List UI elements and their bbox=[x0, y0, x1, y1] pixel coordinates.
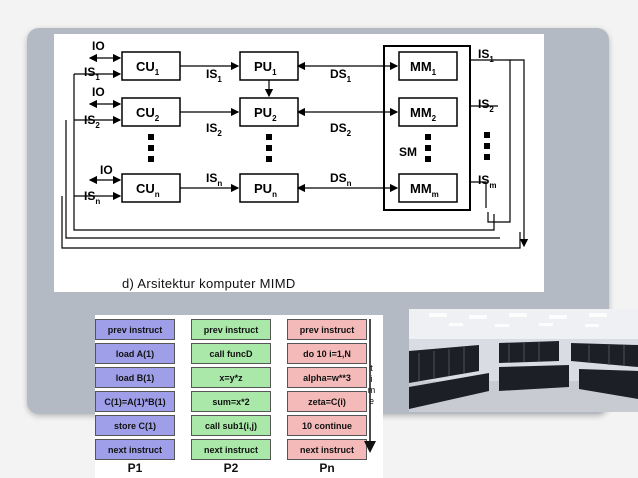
pn-cell: alpha=w**3 bbox=[287, 367, 367, 388]
column-label-p2: P2 bbox=[223, 461, 239, 475]
cu-label-1: CU1 bbox=[136, 59, 160, 77]
pn-cell: do 10 i=1,N bbox=[287, 343, 367, 364]
p2-cell: call funcD bbox=[191, 343, 271, 364]
cu-label-2: CU2 bbox=[136, 105, 160, 123]
pu-label-1: PU1 bbox=[254, 59, 277, 77]
is-mid-2: IS2 bbox=[206, 121, 222, 138]
server-room-photo bbox=[409, 309, 638, 412]
sm-label: SM bbox=[399, 145, 417, 159]
pn-cell: 10 continue bbox=[287, 415, 367, 436]
mimd-diagram-svg: CU1 CU2 CUn PU1 PU2 PUn MM1 MM2 MMm IO I… bbox=[61, 39, 529, 249]
instruction-table: prev instruct load A(1) load B(1) C(1)=A… bbox=[95, 315, 383, 478]
p2-cell: next instruct bbox=[191, 439, 271, 460]
cu-label-n: CUn bbox=[136, 181, 160, 199]
pu-label-n: PUn bbox=[254, 181, 277, 199]
is-left-1: IS1 bbox=[84, 65, 100, 82]
column-label-p1: P1 bbox=[127, 461, 143, 475]
p1-cell: load B(1) bbox=[95, 367, 175, 388]
mm-box-1 bbox=[398, 51, 458, 81]
shared-memory-box bbox=[383, 45, 471, 211]
is-left-2: IS2 bbox=[84, 113, 100, 130]
ds-label-n: DSn bbox=[330, 171, 352, 188]
p2-cell: prev instruct bbox=[191, 319, 271, 340]
ds-label-1: DS1 bbox=[330, 67, 352, 84]
is-right-2: IS2 bbox=[478, 97, 494, 114]
io-label-n: IO bbox=[100, 163, 113, 177]
mm-label-2: MM2 bbox=[410, 105, 437, 123]
ds-label-2: DS2 bbox=[330, 121, 352, 138]
pn-cell: prev instruct bbox=[287, 319, 367, 340]
mm-label-1: MM1 bbox=[410, 59, 437, 77]
is-right-m: ISm bbox=[478, 173, 496, 190]
p1-cell: next instruct bbox=[95, 439, 175, 460]
p2-cell: call sub1(i,j) bbox=[191, 415, 271, 436]
p2-cell: x=y*z bbox=[191, 367, 271, 388]
mm-box-2 bbox=[398, 97, 458, 127]
is-mid-n: ISn bbox=[206, 171, 222, 188]
p1-cell: store C(1) bbox=[95, 415, 175, 436]
mm-box-m bbox=[398, 173, 458, 203]
io-label-1: IO bbox=[92, 39, 105, 53]
diagram-caption: d) Arsitektur komputer MIMD bbox=[122, 276, 296, 291]
column-label-pn: Pn bbox=[319, 461, 335, 475]
p1-cell: prev instruct bbox=[95, 319, 175, 340]
server-room-image bbox=[409, 309, 638, 412]
is-left-n: ISn bbox=[84, 189, 100, 206]
io-label-2: IO bbox=[92, 85, 105, 99]
is-mid-1: IS1 bbox=[206, 67, 222, 84]
mm-label-m: MMm bbox=[410, 181, 439, 199]
pu-label-2: PU2 bbox=[254, 105, 277, 123]
p2-cell: sum=x*2 bbox=[191, 391, 271, 412]
time-arrow-icon bbox=[364, 319, 376, 453]
p1-cell: C(1)=A(1)*B(1) bbox=[95, 391, 175, 412]
is-right-1: IS1 bbox=[478, 47, 494, 64]
p1-cell: load A(1) bbox=[95, 343, 175, 364]
mimd-diagram: CU1 CU2 CUn PU1 PU2 PUn MM1 MM2 MMm IO I… bbox=[54, 34, 544, 292]
pn-cell: next instruct bbox=[287, 439, 367, 460]
pn-cell: zeta=C(i) bbox=[287, 391, 367, 412]
